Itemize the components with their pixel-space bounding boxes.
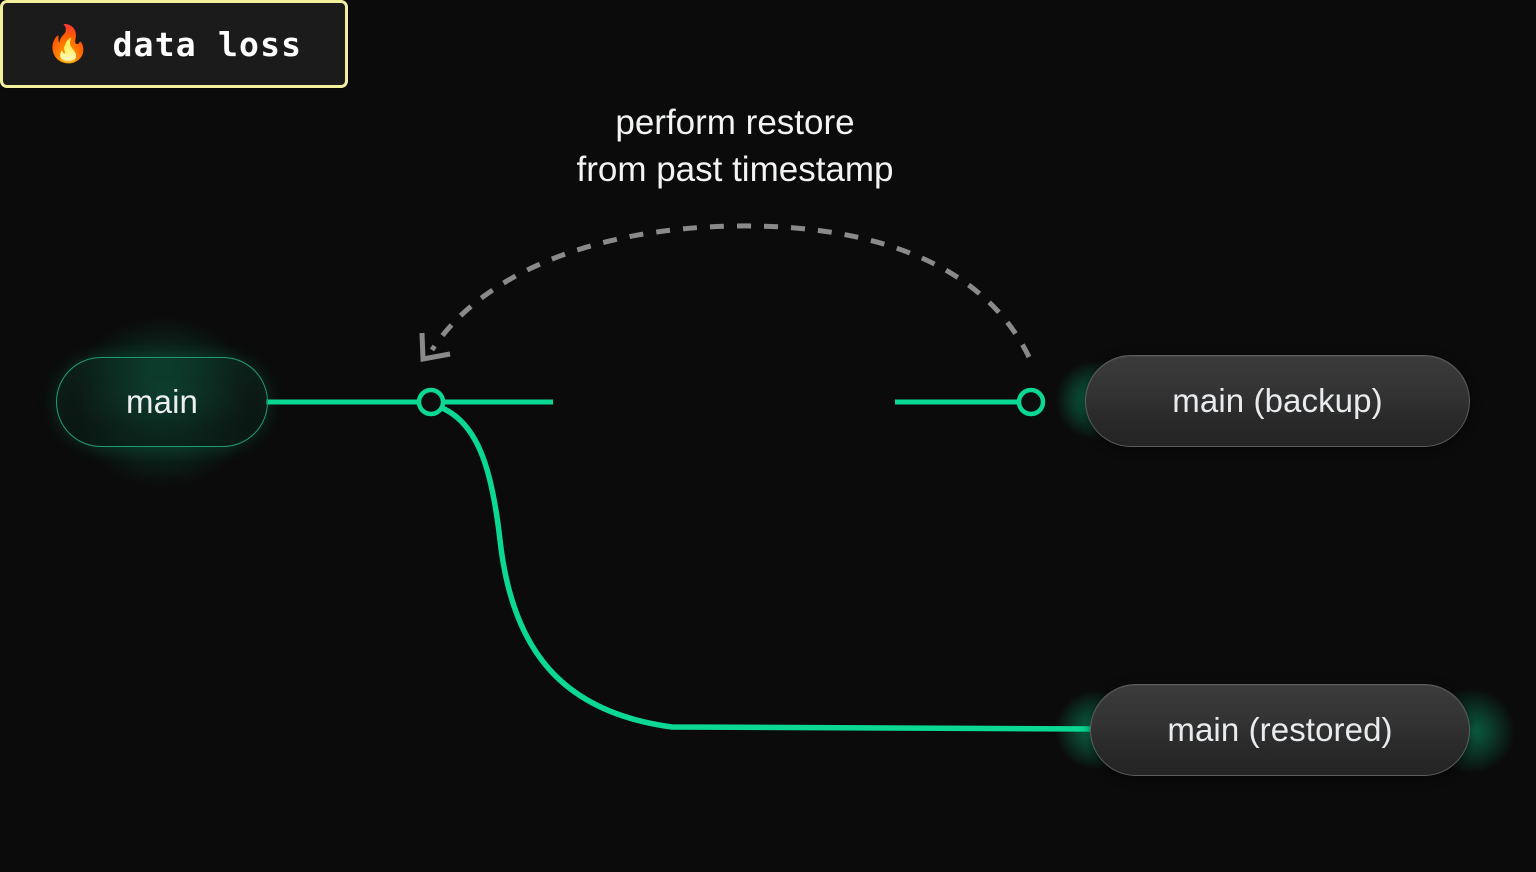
node-data-loss[interactable]: 🔥 data loss (0, 0, 348, 88)
backup-point-ring[interactable] (1016, 387, 1046, 417)
data-loss-label: data loss (112, 24, 303, 64)
branch-point-ring[interactable] (416, 387, 446, 417)
restore-arrow-head (419, 332, 451, 362)
edge-branch-to-restored (434, 403, 1099, 732)
annotation-line-2: from past timestamp (576, 149, 894, 189)
node-main-restored[interactable]: main (restored) (1090, 684, 1470, 776)
fire-emoji: 🔥 (45, 23, 91, 64)
annotation-line-1: perform restore (615, 103, 855, 142)
node-main[interactable]: main (56, 357, 268, 447)
restore-annotation: perform restore from past timestamp (0, 100, 1470, 193)
node-main-backup[interactable]: main (backup) (1085, 355, 1470, 447)
restore-arrow-arc (429, 223, 1032, 359)
